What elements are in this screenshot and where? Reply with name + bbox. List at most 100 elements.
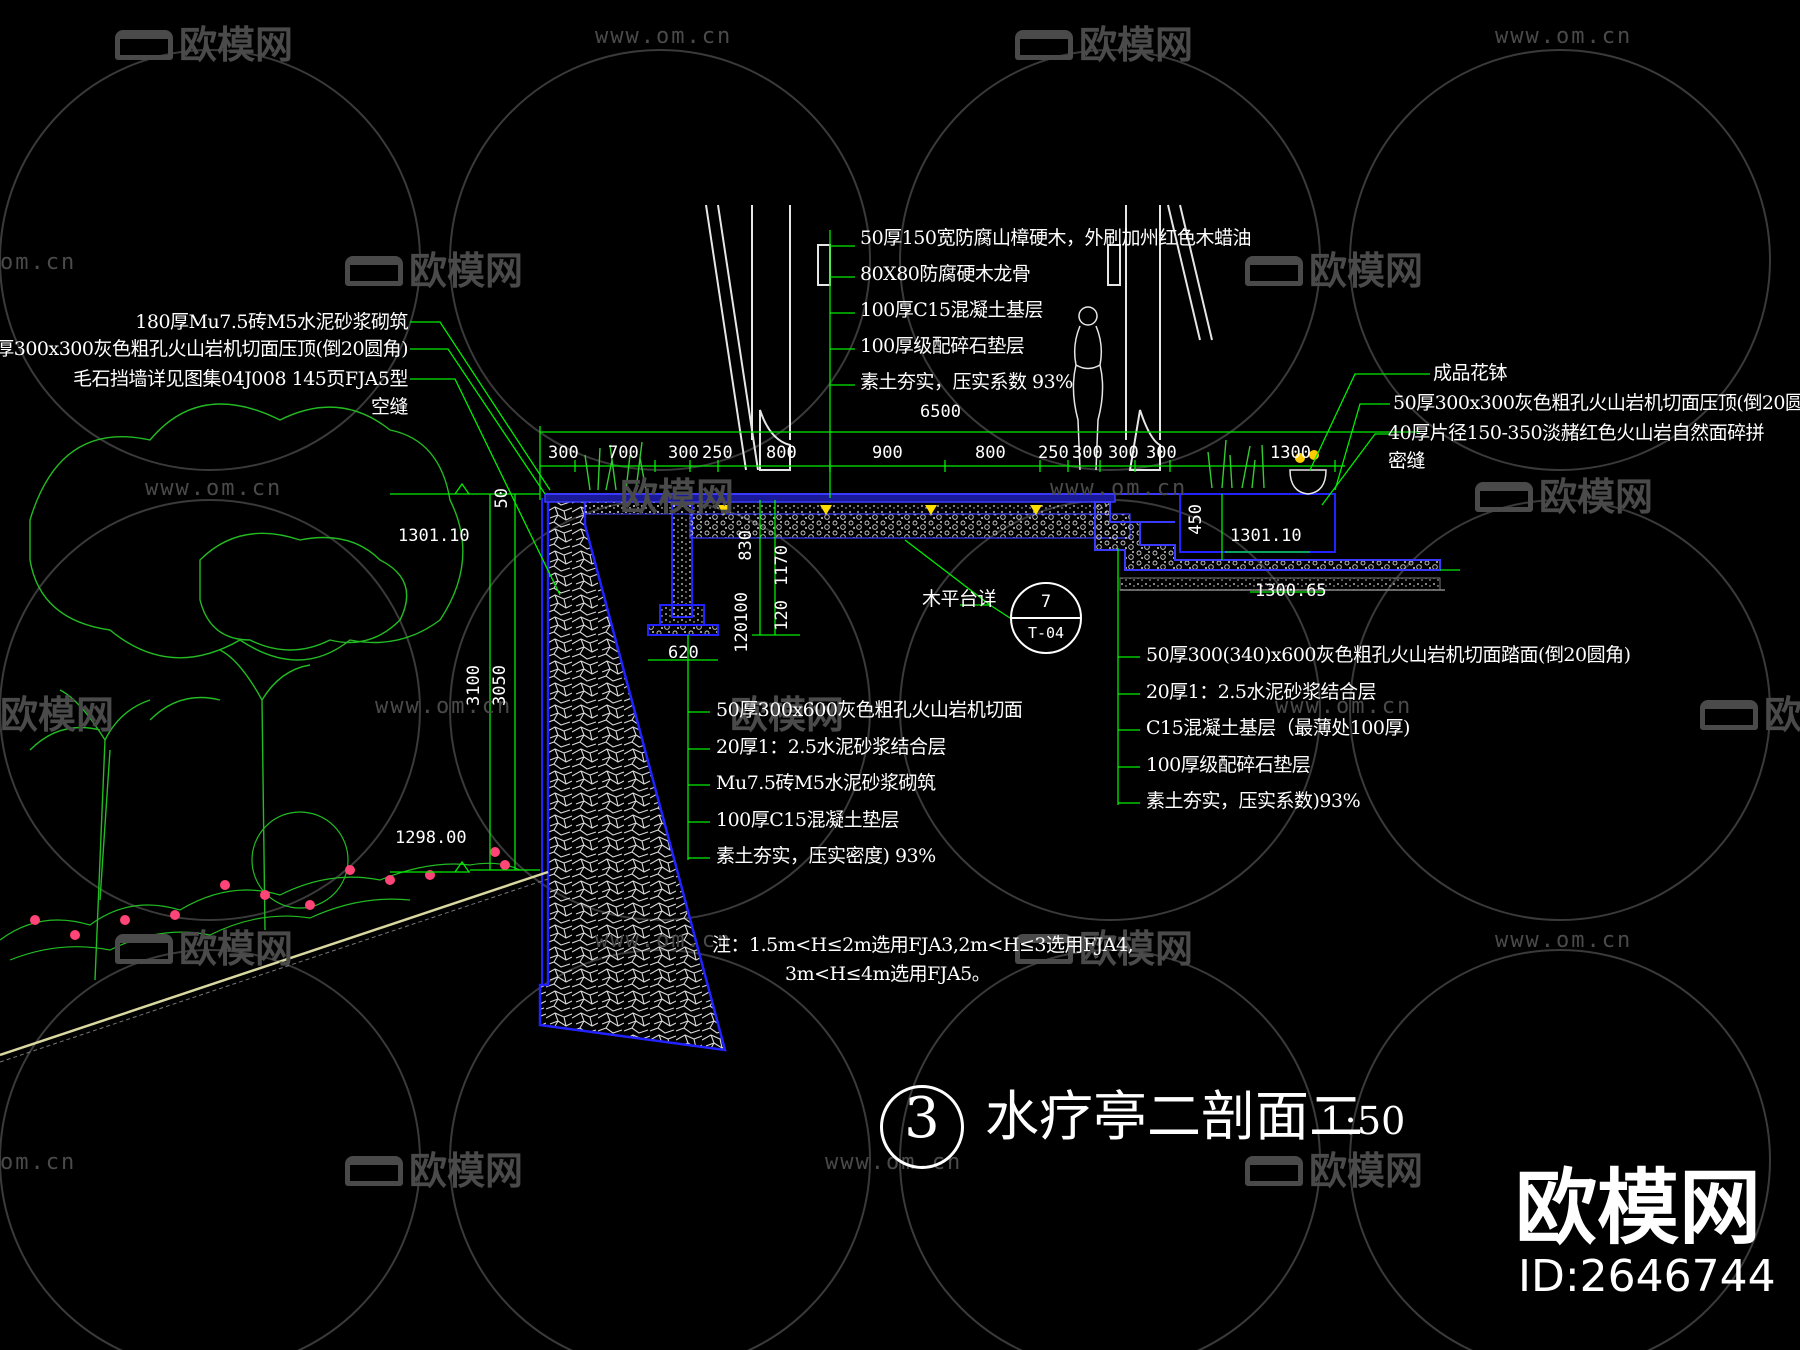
deck-lights <box>718 505 1042 515</box>
section-number-bubble <box>880 1085 964 1169</box>
dim-v-1170: 1170 <box>772 545 792 586</box>
label-coping-right: 50厚300x300灰色粗孔火山岩机切面压顶(倒20圆角 <box>1393 392 1800 414</box>
watermark-brand: 欧模网 <box>1700 684 1800 739</box>
watermark-brand: 欧模网 <box>115 918 293 973</box>
label-pier-soil: 素土夯实，压实密度) 93% <box>716 845 936 867</box>
elev-lower-right: 1300.65 <box>1255 581 1327 601</box>
label-step-soil: 素土夯实，压实系数)93% <box>1146 790 1361 812</box>
drawing-title: 水疗亭二剖面二 <box>985 1085 1363 1148</box>
watermark-circles <box>0 49 1771 1350</box>
label-step-mortar: 20厚1：2.5水泥砂浆结合层 <box>1146 681 1376 703</box>
detail-ref-sheet: T-04 <box>1027 624 1065 642</box>
dim-seg-7: 800 <box>975 443 1006 463</box>
section-number: 3 <box>904 1086 940 1151</box>
brand-id: ID:2646744 <box>1518 1251 1776 1302</box>
elev-top-right: 1301.10 <box>1230 526 1302 546</box>
dim-seg-9: 300 <box>1072 443 1103 463</box>
watermark-url: www.om.cn <box>1495 928 1633 953</box>
dim-v-3050: 3050 <box>490 665 510 706</box>
dim-v-120a: 120 <box>732 622 752 653</box>
label-concrete-base: 100厚C15混凝土基层 <box>860 299 1043 321</box>
watermark-url: www.om.cn <box>145 476 283 501</box>
watermark-brand: 欧模网 <box>730 693 845 737</box>
watermark-brand: 欧模网 <box>0 693 115 737</box>
detail-ref-divider <box>1012 617 1080 619</box>
watermark-brand: 欧模网 <box>1015 14 1193 69</box>
dim-foot-width: 620 <box>668 643 699 663</box>
watermark-brand: 欧模网 <box>1245 240 1423 295</box>
watermark-brand: 欧模网 <box>345 240 523 295</box>
dim-v-830: 830 <box>736 530 756 561</box>
label-brick-wall: 180厚Mu7.5砖M5水泥砂浆砌筑 <box>135 311 408 333</box>
watermark-url: www.om.cn <box>595 928 733 953</box>
label-hardwood-deck: 50厚150宽防腐山樟硬木，外刷加州红色木蜡油 <box>860 227 1251 249</box>
detail-ref-number: 7 <box>1040 592 1052 612</box>
label-pier-concrete: 100厚C15混凝土垫层 <box>716 809 899 831</box>
dim-seg-5: 800 <box>766 443 797 463</box>
dim-seg-1: 300 <box>548 443 579 463</box>
leader-lines <box>410 230 1460 871</box>
human-figure <box>1072 306 1104 471</box>
label-pier-mortar: 20厚1：2.5水泥砂浆结合层 <box>716 736 946 758</box>
label-timber-joist: 80X80防腐硬木龙骨 <box>860 263 1031 285</box>
reed-planting <box>584 439 1265 491</box>
watermark-brand: 欧模网 <box>1475 466 1653 521</box>
dim-seg-8: 250 <box>1038 443 1069 463</box>
watermark-brand: 欧模网 <box>115 14 293 69</box>
watermark-url: www.om.cn <box>375 694 513 719</box>
label-planter: 成品花钵 <box>1433 362 1508 384</box>
dim-overall: 6500 <box>920 402 961 422</box>
watermark-url: www.om.cn <box>1275 694 1413 719</box>
label-pier-stone: 50厚300x600灰色粗孔火山岩机切面 <box>716 699 1023 721</box>
trees <box>29 403 464 981</box>
ground-shrubs <box>0 811 521 961</box>
dim-seg-6: 900 <box>872 443 903 463</box>
watermark-url: om.cn <box>0 1150 77 1175</box>
dim-seg-3: 300 <box>668 443 699 463</box>
label-compacted-soil: 素土夯实，压实系数 93% <box>860 371 1073 393</box>
watermark-brand: 欧模网 <box>620 475 735 519</box>
watermark-brand: 欧模网 <box>1015 918 1193 973</box>
note-line-2: 3m<H≤4m选用FJA5。 <box>785 963 991 985</box>
dim-v-3100: 3100 <box>464 665 484 706</box>
label-pier-brick: Mu7.5砖M5水泥砂浆砌筑 <box>716 772 936 794</box>
dim-v-100: 100 <box>732 592 752 623</box>
label-coping-left: 50厚300x300灰色粗孔火山岩机切面压顶(倒20圆角) <box>0 338 408 360</box>
detail-ref-bubble <box>1010 582 1082 654</box>
steps <box>1094 493 1445 591</box>
dim-seg-12: 1300 <box>1270 443 1311 463</box>
elev-top-left: 1301.10 <box>398 526 470 546</box>
label-crazy-paving: 40厚片径150-350淡赭红色火山岩自然面碎拼 <box>1388 422 1765 444</box>
dim-seg-10: 300 <box>1108 443 1139 463</box>
label-rubble-wall: 毛石挡墙详见图集04J008 145页FJA5型 <box>73 368 408 390</box>
watermark-url: www.om.cn <box>595 24 733 49</box>
detail-ref-label: 木平台详 <box>922 588 997 610</box>
dim-v-450: 450 <box>1186 504 1206 535</box>
label-gravel-bed: 100厚级配碎石垫层 <box>860 335 1025 357</box>
dim-v-120b: 120 <box>772 600 792 631</box>
label-step-concrete: C15混凝土基层（最薄处100厚) <box>1146 717 1410 739</box>
label-air-gap: 空缝 <box>370 396 409 418</box>
ground-slope <box>0 870 549 1063</box>
label-step-gravel: 100厚级配碎石垫层 <box>1146 754 1311 776</box>
dim-seg-2: 700 <box>608 443 639 463</box>
watermark-brand: 欧模网 <box>345 1140 523 1195</box>
brand-name: 欧模网 <box>1515 1161 1762 1256</box>
watermark-url: www.om.cn <box>1495 24 1633 49</box>
note-line-1: 注：1.5m<H≤2m选用FJA3,2m<H≤3选用FJA4, <box>712 934 1134 956</box>
watermark-brand: 欧模网 <box>1245 1140 1423 1195</box>
label-tight-joint: 密缝 <box>1388 450 1426 472</box>
drawing-scale: 1:50 <box>1320 1099 1406 1143</box>
elev-bottom-left: 1298.00 <box>395 828 467 848</box>
dim-v-50: 50 <box>492 488 512 509</box>
retaining-wall <box>538 493 727 1052</box>
watermark-url: www.om.cn <box>1050 476 1188 501</box>
label-step-tread: 50厚300(340)x600灰色粗孔火山岩机切面踏面(倒20圆角) <box>1146 644 1631 666</box>
dim-seg-11: 300 <box>1146 443 1177 463</box>
dim-seg-4: 250 <box>702 443 733 463</box>
elevation-markers <box>390 482 1325 873</box>
watermark-url: om.cn <box>0 250 77 275</box>
brick-pier <box>647 504 719 636</box>
